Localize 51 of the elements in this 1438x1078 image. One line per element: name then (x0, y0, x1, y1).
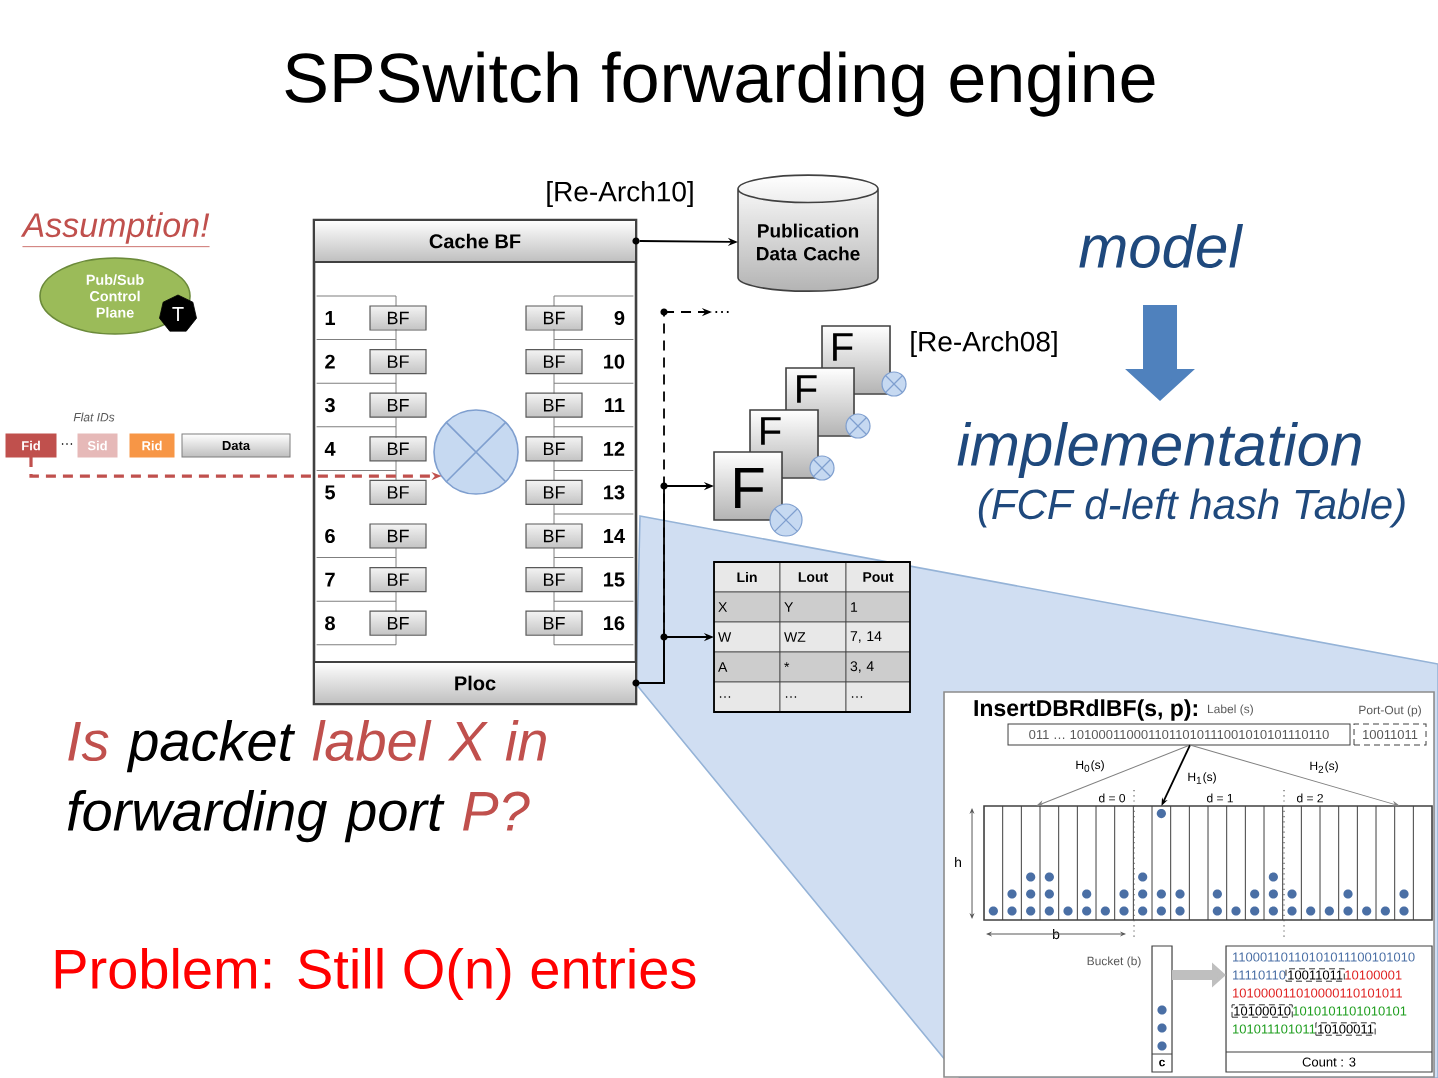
database-cylinder: Publication Data Cache (737, 174, 879, 292)
hash-arrow (1189, 744, 1400, 807)
bf-box: BF (369, 436, 427, 462)
row-number: 5 (325, 485, 335, 500)
bf-box: BF (525, 392, 583, 418)
row-number: 12 (604, 441, 625, 456)
bf-box: BF (369, 479, 427, 505)
bf-box: BF (369, 610, 427, 636)
step-subtitle: (FCF d-left hash Table) (978, 488, 1405, 528)
citation: [Re-Arch10] (547, 180, 693, 208)
bf-box: BF (369, 305, 427, 331)
row-number: 10 (604, 354, 625, 369)
row-number: 7 (325, 572, 335, 587)
bf-box: BF (369, 523, 427, 549)
bf-box: BF (369, 349, 427, 375)
step-label: model (1079, 223, 1244, 269)
bf-box: BF (369, 567, 427, 593)
bf-box: BF (525, 610, 583, 636)
panel-title: InsertDBRdlBF(s, p): (974, 699, 1197, 721)
row-number: 6 (325, 528, 335, 544)
note-heading: Assumption! (20, 212, 210, 248)
citation: [Re-Arch08] (911, 330, 1057, 358)
problem-statement: Problem: Still O(n) entries (55, 947, 696, 1001)
step-label: implementation (957, 422, 1361, 478)
bf-box: BF (525, 349, 583, 375)
bf-box: BF (525, 479, 583, 505)
row-number: 4 (324, 441, 336, 456)
bf-box: BF (525, 436, 583, 462)
hash-arrow (1036, 744, 1191, 806)
row-number: 2 (325, 354, 335, 369)
row-number: 3 (324, 398, 335, 413)
ellipsis: … (715, 311, 729, 313)
row-number: 9 (614, 310, 625, 326)
cross-circle (433, 409, 519, 495)
bf-box: BF (525, 523, 583, 549)
header-bar: Cache BF (313, 219, 640, 263)
row-number: 15 (604, 572, 625, 587)
row-number: 16 (604, 616, 625, 631)
slide-title: SPSwitch forwarding engine (285, 51, 1155, 117)
row-number: 8 (325, 616, 335, 631)
row-number: 14 (604, 529, 625, 543)
bf-box: BF (525, 305, 583, 331)
footer-bar: Ploc (313, 661, 640, 705)
heptagon: T (159, 294, 197, 332)
row-number: 1 (325, 311, 335, 325)
bf-box: BF (525, 567, 583, 593)
row-number: 11 (605, 398, 625, 413)
bf-box: BF (369, 392, 427, 418)
row-number: 13 (604, 485, 625, 500)
question-text: Is packet label X in forwarding port P? (67, 720, 546, 843)
f-box: F (713, 451, 783, 521)
